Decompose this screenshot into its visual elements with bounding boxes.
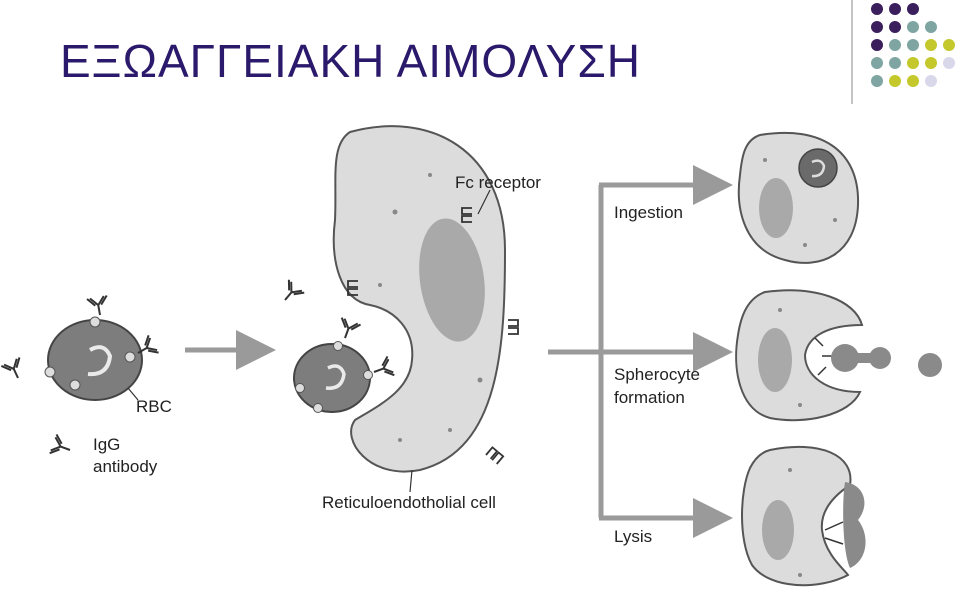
igg-label-line1: IgG [93, 435, 120, 454]
fc-receptor-label: Fc receptor [455, 173, 541, 192]
outcome-spherocyte-line2: formation [614, 388, 685, 407]
dot-row-2 [871, 21, 937, 33]
page-title: ΕΞΩΑΓΓΕΙΑΚΗ ΑΙΜΟΛΥΣΗ [60, 35, 641, 87]
spherocyte-cell [735, 289, 942, 422]
rbc-cell [44, 294, 160, 401]
outcome-ingestion-label: Ingestion [614, 203, 683, 222]
free-antibody [276, 278, 306, 308]
decorative-dot-grid [851, 0, 955, 104]
opsonized-rbc [293, 316, 396, 413]
outcome-spherocyte-line1: Spherocyte [614, 365, 700, 384]
macrophage-cell [332, 125, 519, 473]
ingestion-cell [737, 131, 860, 264]
hemolysis-diagram: RBC IgG antibody Fc receptor Reticuloend… [0, 125, 942, 587]
lysis-cell [741, 445, 866, 587]
free-antibody [0, 356, 29, 384]
outcome-lysis-label: Lysis [614, 527, 652, 546]
dot-row-1 [871, 3, 919, 15]
dot-row-3 [871, 39, 955, 51]
dot-row-5 [871, 75, 937, 87]
igg-label-line2: antibody [93, 457, 158, 476]
macrophage-label: Reticuloendotholial cell [322, 493, 496, 512]
dot-row-4 [871, 57, 955, 69]
igg-legend-icon [48, 433, 75, 461]
rbc-label: RBC [136, 397, 172, 416]
